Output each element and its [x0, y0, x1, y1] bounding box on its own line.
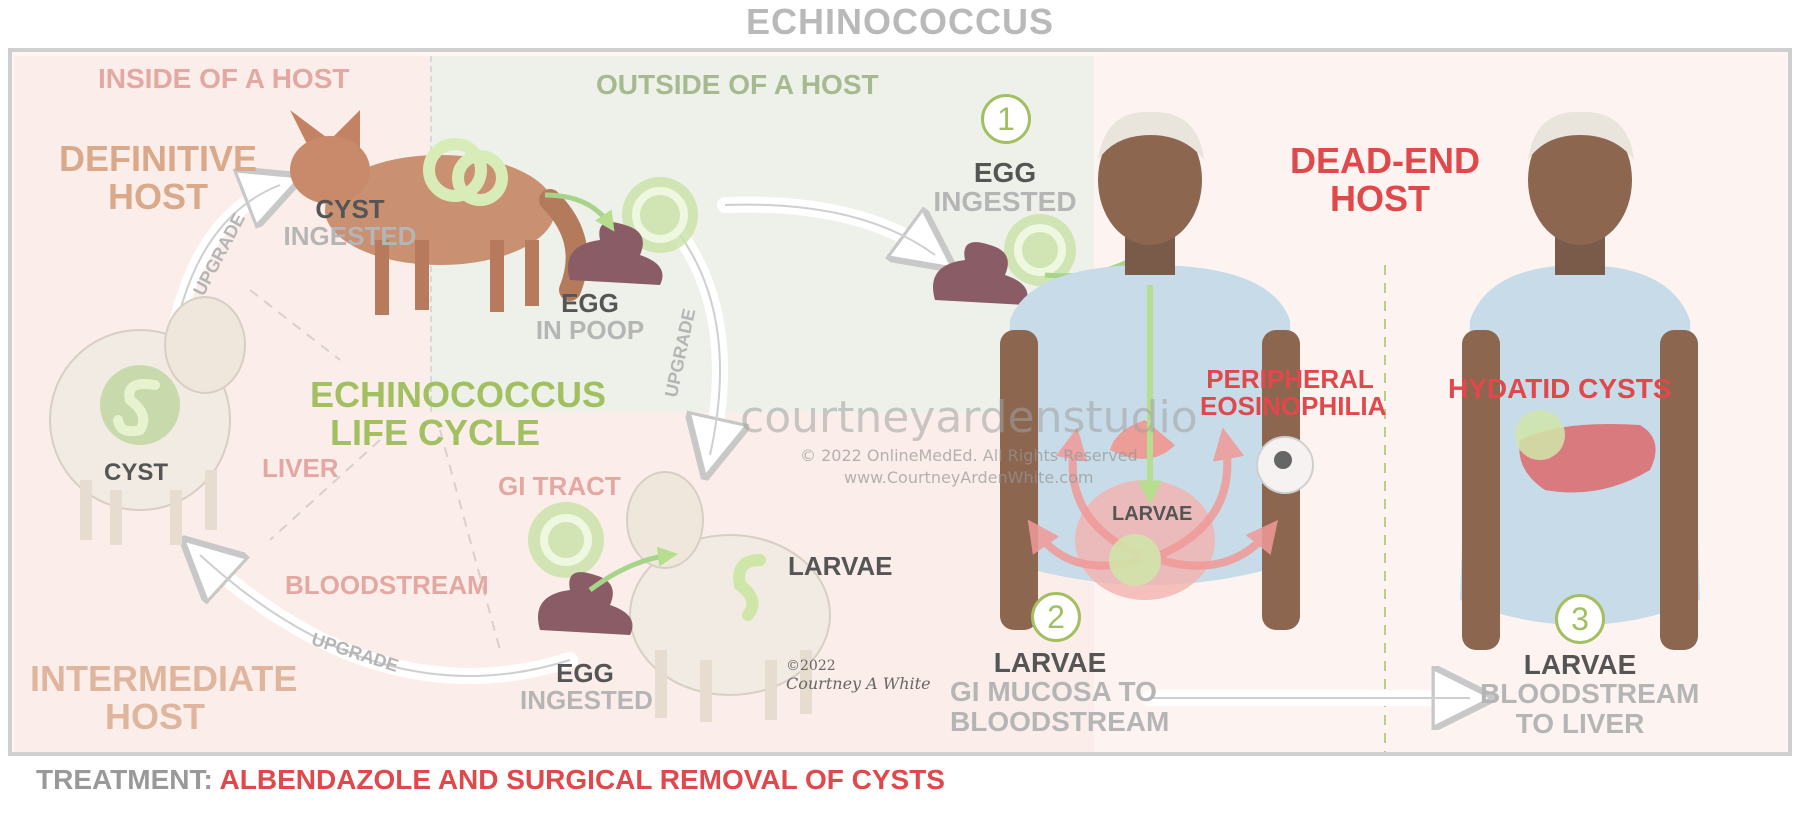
- cycle-dividers: [249, 289, 501, 651]
- person-infected-illustration: [1000, 111, 1314, 630]
- poop-icons: [538, 222, 1028, 635]
- liver-label: LIVER: [262, 453, 339, 483]
- step-2-badge: 2: [1031, 592, 1081, 642]
- step-1-badge: 1: [981, 94, 1031, 144]
- cyst-label: CYST: [104, 459, 169, 486]
- watermark: courtneyardenstudio: [740, 392, 1198, 443]
- larvae-sheep-label: LARVAE: [788, 551, 893, 581]
- sheep-left-illustration: [49, 296, 246, 545]
- step-3-badge: 3: [1555, 594, 1605, 644]
- sheep-center-illustration: [626, 471, 831, 722]
- copyright-text: © 2022 OnlineMedEd. All Rights Reserved: [800, 446, 1138, 465]
- coyote-illustration: [290, 110, 588, 315]
- website-text: www.CourtneyArdenWhite.com: [844, 468, 1094, 487]
- gi-tract-label: GI TRACT: [498, 471, 621, 501]
- larvae-gut-label: LARVAE: [1112, 503, 1193, 525]
- bloodstream-label: BLOODSTREAM: [285, 570, 489, 600]
- hydatid-cysts-label: HYDATID CYSTS: [1448, 373, 1672, 404]
- person-liver-cyst-illustration: [1460, 111, 1700, 650]
- signature: ©2022 Courtney A White: [786, 658, 931, 693]
- egg-icons: [528, 177, 1076, 578]
- page-title: ECHINOCOCCUS: [0, 0, 1800, 44]
- treatment-text: TREATMENT: ALBENDAZOLE AND SURGICAL REMO…: [36, 764, 945, 795]
- treatment-bar: [8, 752, 1792, 812]
- inside-host-label: INSIDE OF A HOST: [98, 63, 350, 94]
- outside-host-label: OUTSIDE OF A HOST: [596, 69, 879, 100]
